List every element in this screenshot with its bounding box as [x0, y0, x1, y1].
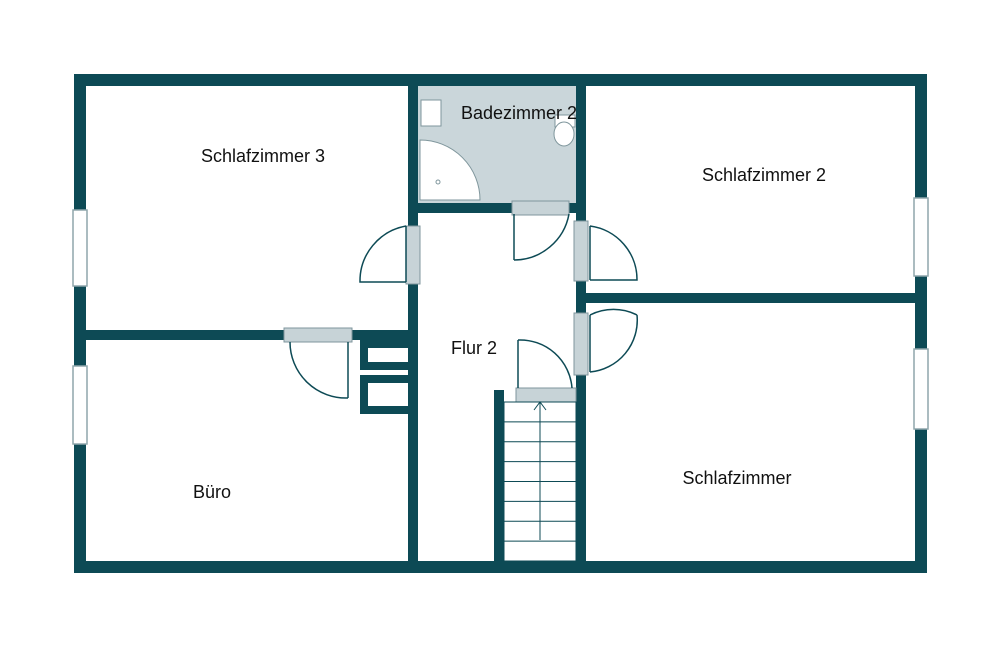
room-label-office: Büro: [193, 482, 231, 502]
window-bedroom2: [913, 197, 929, 277]
door-bedroom3[interactable]: [359, 225, 421, 285]
windows: [72, 197, 929, 445]
window-office: [72, 365, 88, 445]
room-label-hallway2: Flur 2: [451, 338, 497, 358]
toilet-bowl: [553, 121, 575, 147]
washbasin: [420, 99, 442, 127]
door-office[interactable]: [283, 327, 353, 399]
room-label-bedroom3: Schlafzimmer 3: [201, 146, 325, 166]
room-label-bedroom: Schlafzimmer: [682, 468, 791, 488]
window-bedroom: [913, 348, 929, 430]
window-bedroom3: [72, 209, 88, 287]
door-stairwell[interactable]: [515, 339, 577, 403]
door-bedroom2[interactable]: [573, 220, 638, 282]
shower-tray: [419, 139, 481, 201]
door-bathroom2[interactable]: [511, 200, 570, 261]
door-bedroom[interactable]: [573, 308, 639, 376]
staircase: [503, 401, 577, 562]
room-label-bathroom2: Badezimmer 2: [461, 103, 577, 123]
room-label-bedroom2: Schlafzimmer 2: [702, 165, 826, 185]
bathroom-fixtures: [419, 99, 576, 201]
